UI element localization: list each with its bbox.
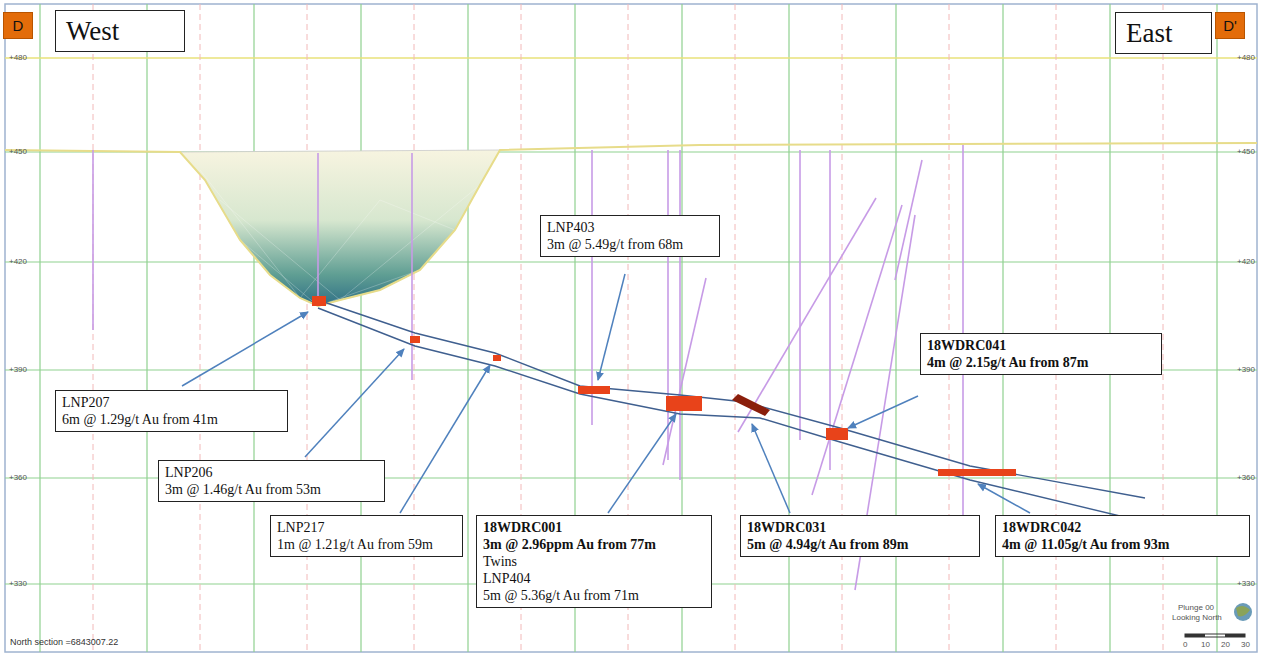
callout-text: LNP404 xyxy=(483,570,705,587)
callout-text: 3m @ 5.49g/t from 68m xyxy=(547,236,713,253)
elevation-label: +480 xyxy=(1237,53,1255,62)
callout-text: Twins xyxy=(483,553,705,570)
elevation-label: +420 xyxy=(1237,257,1255,266)
callout-text: 5m @ 5.36g/t Au from 71m xyxy=(483,587,705,604)
intercept-callout: LNP2171m @ 1.21g/t Au from 59m xyxy=(270,515,463,557)
elevation-label: +390 xyxy=(1237,365,1255,374)
callout-heading: LNP217 xyxy=(277,519,456,536)
elevation-label: +480 xyxy=(9,53,27,62)
direction-label-box: East xyxy=(1115,12,1212,54)
intercept-callout: LNP2063m @ 1.46g/t Au from 53m xyxy=(158,460,385,502)
callout-heading: West xyxy=(66,15,174,47)
callout-text: 3m @ 1.46g/t Au from 53m xyxy=(165,481,378,498)
callout-heading: D' xyxy=(1218,17,1242,34)
callout-heading: LNP207 xyxy=(62,394,281,411)
callout-heading: 18WDRC031 xyxy=(747,519,973,536)
elevation-label: +390 xyxy=(9,365,27,374)
callout-text: 6m @ 1.29g/t Au from 41m xyxy=(62,411,281,428)
scale-number: 20 xyxy=(1221,640,1230,649)
scale-number: 10 xyxy=(1201,640,1210,649)
callout-heading: LNP403 xyxy=(547,219,713,236)
elevation-label: +360 xyxy=(9,473,27,482)
callout-text: 5m @ 4.94g/t Au from 89m xyxy=(747,536,973,553)
section-end-marker: D' xyxy=(1215,12,1245,39)
intercept-callout: 18WDRC0424m @ 11.05g/t Au from 93m xyxy=(995,515,1250,557)
intercept-callout: LNP4033m @ 5.49g/t from 68m xyxy=(540,215,720,257)
callout-heading: 18WDRC041 xyxy=(927,337,1155,354)
scale-number: 30 xyxy=(1241,640,1250,649)
intercept-callout: 18WDRC0414m @ 2.15g/t Au from 87m xyxy=(920,333,1162,375)
intercept-callout: 18WDRC0013m @ 2.96ppm Au from 77mTwinsLN… xyxy=(476,515,712,608)
elevation-label: +360 xyxy=(1237,473,1255,482)
elevation-label: +420 xyxy=(9,257,27,266)
callout-text: 4m @ 11.05g/t Au from 93m xyxy=(1002,536,1243,553)
callout-heading: East xyxy=(1126,17,1201,49)
callout-heading: D xyxy=(6,17,30,34)
section-note: North section =6843007.22 xyxy=(10,637,118,647)
view-note: Plunge 00 xyxy=(1178,603,1214,612)
elevation-label: +450 xyxy=(9,147,27,156)
callout-heading: 18WDRC001 xyxy=(483,519,705,536)
elevation-label: +450 xyxy=(1237,147,1255,156)
elevation-label: +330 xyxy=(1237,579,1255,588)
intercept-callout: 18WDRC0315m @ 4.94g/t Au from 89m xyxy=(740,515,980,557)
intercept-callout: LNP2076m @ 1.29g/t Au from 41m xyxy=(55,390,288,432)
direction-label-box: West xyxy=(55,10,185,52)
callout-text: 3m @ 2.96ppm Au from 77m xyxy=(483,536,705,553)
callout-text: 4m @ 2.15g/t Au from 87m xyxy=(927,354,1155,371)
scale-number: 0 xyxy=(1183,640,1187,649)
section-end-marker: D xyxy=(3,12,33,39)
callout-heading: LNP206 xyxy=(165,464,378,481)
elevation-label: +330 xyxy=(9,579,27,588)
callout-text: 1m @ 1.21g/t Au from 59m xyxy=(277,536,456,553)
callout-heading: 18WDRC042 xyxy=(1002,519,1243,536)
view-note: Looking North xyxy=(1172,613,1222,622)
